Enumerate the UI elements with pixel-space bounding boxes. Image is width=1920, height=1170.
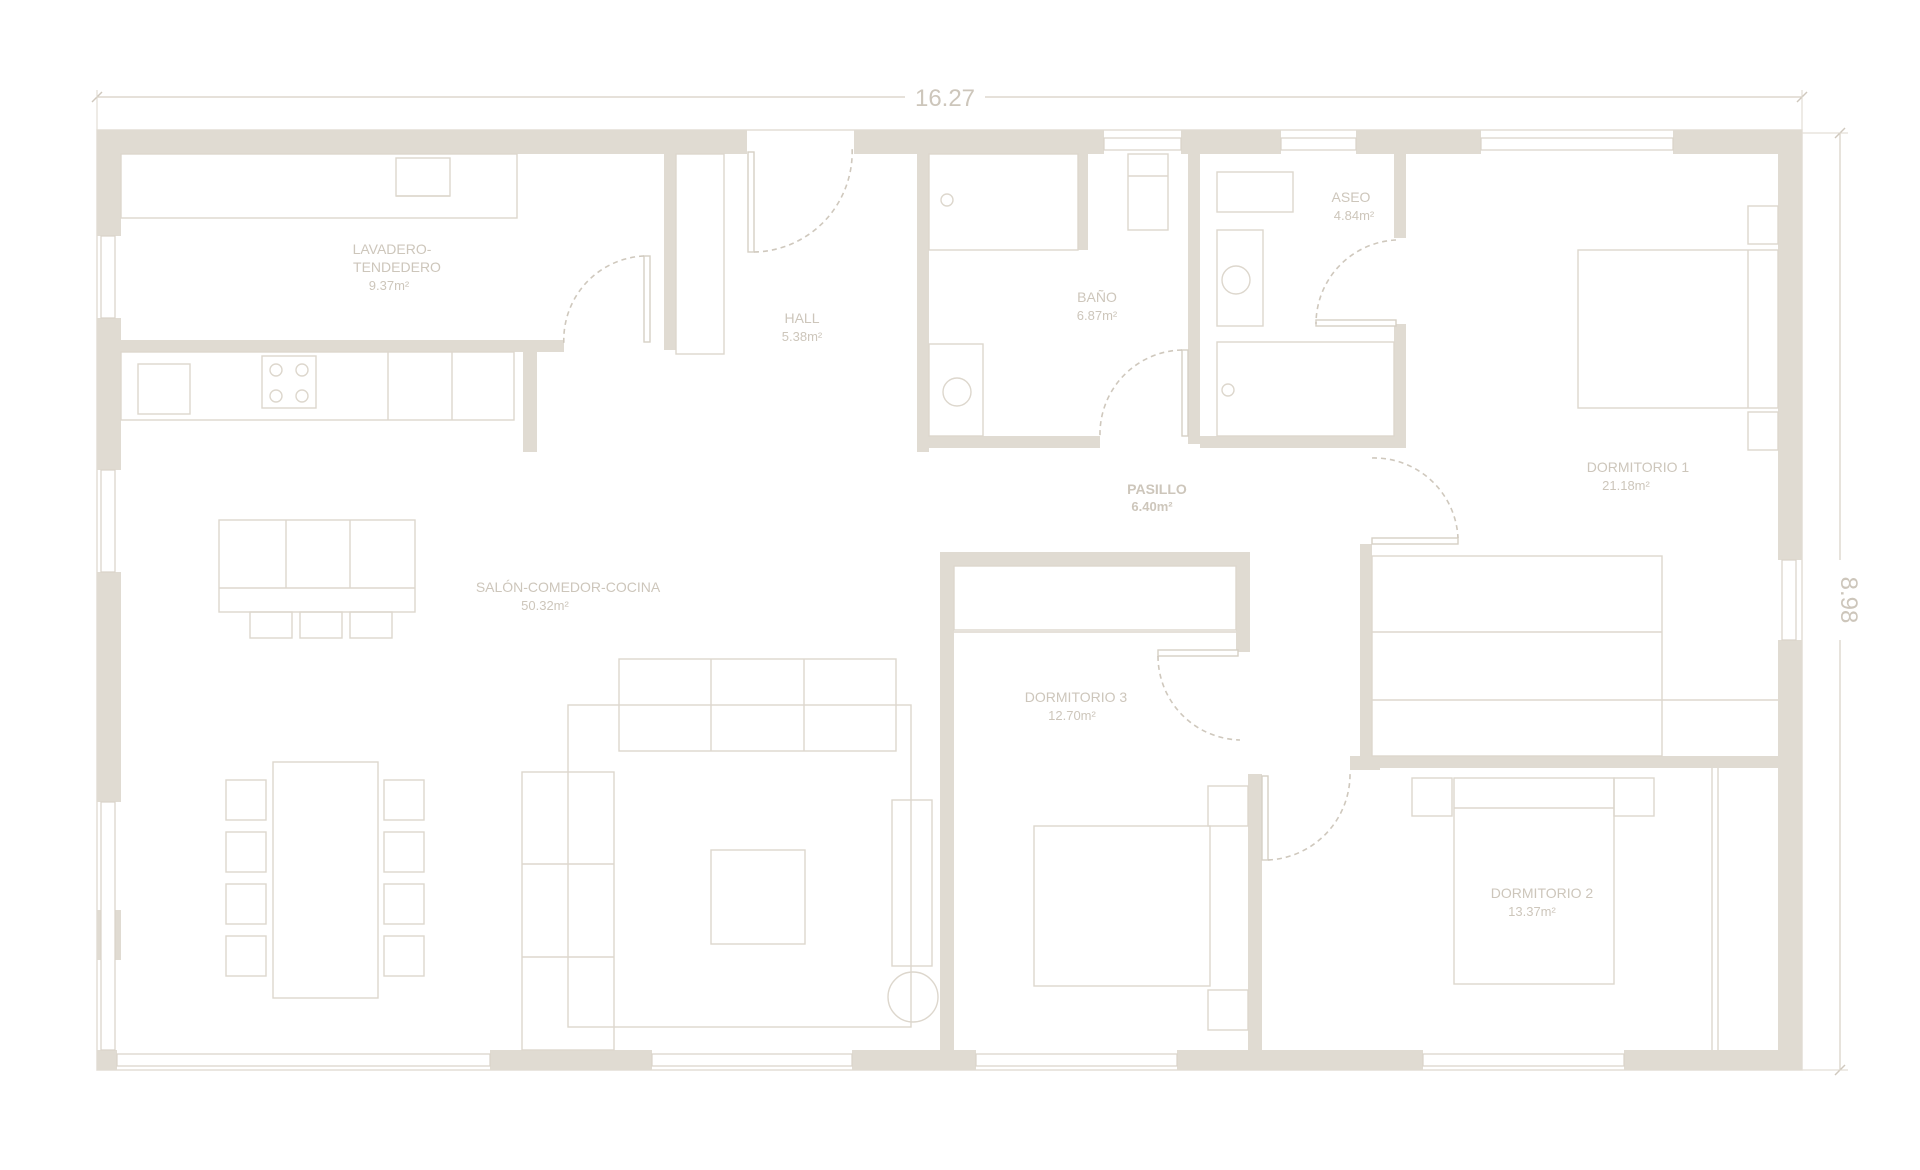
room-bano-name: BAÑO: [1077, 289, 1117, 305]
room-salon-name: SALÓN-COMEDOR-COCINA: [476, 579, 661, 595]
height-dimension-label: 8.98: [1835, 577, 1862, 624]
room-aseo-area: 4.84m²: [1334, 208, 1375, 223]
room-dormitorio3-area: 12.70m²: [1048, 708, 1096, 723]
room-lavadero-name: LAVADERO-: [353, 241, 432, 257]
room-dormitorio2-area: 13.37m²: [1508, 904, 1556, 919]
room-dormitorio2-name: DORMITORIO 2: [1491, 885, 1594, 901]
room-dormitorio1-name: DORMITORIO 1: [1587, 459, 1690, 475]
furniture: [120, 153, 1779, 1051]
windows: [100, 137, 1797, 1067]
room-labels: LAVADERO- TENDEDERO 9.37m² HALL 5.38m² B…: [353, 189, 1690, 919]
dimension-width: 16.27: [91, 85, 1808, 130]
interior-walls: [121, 154, 1778, 1050]
room-bano-area: 6.87m²: [1077, 308, 1118, 323]
doors: [562, 145, 1459, 861]
exterior-walls: [97, 130, 1802, 1070]
room-dormitorio3-name: DORMITORIO 3: [1025, 689, 1128, 705]
room-lavadero-area: 9.37m²: [369, 278, 410, 293]
room-lavadero-name-line2: TENDEDERO: [353, 259, 441, 275]
dimension-height: 8.98: [1800, 127, 1862, 1076]
width-dimension-label: 16.27: [915, 85, 975, 112]
room-dormitorio1-area: 21.18m²: [1602, 478, 1650, 493]
room-hall-name: HALL: [784, 310, 819, 326]
room-pasillo-name: PASILLO: [1127, 481, 1187, 497]
room-hall-area: 5.38m²: [782, 329, 823, 344]
room-aseo-name: ASEO: [1332, 189, 1371, 205]
room-salon-area: 50.32m²: [521, 598, 569, 613]
room-pasillo-area: 6.40m²: [1131, 499, 1173, 514]
